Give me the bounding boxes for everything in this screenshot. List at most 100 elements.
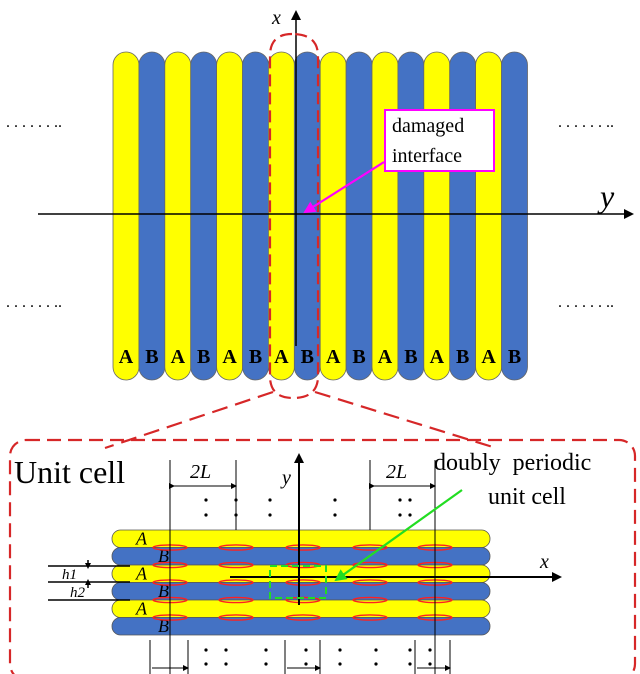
dot bbox=[374, 648, 378, 652]
dot bbox=[338, 662, 342, 666]
interface-crack bbox=[218, 561, 254, 569]
interface-crack bbox=[218, 544, 254, 551]
damaged-interface-label-2: interface bbox=[392, 145, 462, 167]
interface-crack bbox=[352, 561, 388, 569]
top-layer-a bbox=[112, 51, 140, 381]
top-layer-label: A bbox=[481, 346, 496, 368]
unit-cell-frame bbox=[8, 438, 637, 674]
unit-cell-annotation-1: doubly periodic bbox=[434, 450, 591, 476]
dot bbox=[204, 662, 208, 666]
interface-crack bbox=[352, 544, 388, 551]
dots-right-top: . . . . . . .. bbox=[558, 114, 614, 131]
interface-crack bbox=[285, 579, 321, 586]
dot bbox=[398, 513, 402, 517]
dot bbox=[408, 662, 412, 666]
dot bbox=[224, 648, 228, 652]
interface-crack bbox=[352, 596, 388, 604]
dot bbox=[224, 662, 228, 666]
top-layer-a bbox=[216, 51, 244, 381]
bottom-layer-label: B bbox=[158, 616, 169, 636]
bottom-layer-label: A bbox=[135, 564, 148, 584]
h1-label: h1 bbox=[62, 567, 77, 583]
top-layer-b bbox=[449, 51, 477, 381]
bottom-layer-b bbox=[111, 617, 491, 636]
top-layer-b bbox=[501, 51, 528, 381]
zoom-line-left bbox=[104, 390, 274, 450]
top-layer-label: B bbox=[404, 346, 417, 368]
dot bbox=[268, 513, 272, 517]
top-layer-label: B bbox=[145, 346, 158, 368]
top-layer-b bbox=[293, 51, 321, 381]
period-right-label: 2L bbox=[386, 461, 407, 483]
top-layer-label: B bbox=[197, 346, 210, 368]
top-y-axis-label: y bbox=[597, 178, 615, 214]
top-layer-a bbox=[164, 51, 192, 381]
dot bbox=[408, 498, 412, 502]
dot bbox=[204, 498, 208, 502]
damaged-interface-box bbox=[384, 109, 495, 172]
bottom-layer-label: A bbox=[135, 529, 148, 549]
top-layer-label: B bbox=[508, 346, 521, 368]
unit-cell-title: Unit cell bbox=[14, 454, 125, 490]
top-layer-a bbox=[371, 51, 399, 381]
dots-right-bottom: . . . . . . .. bbox=[558, 294, 614, 311]
top-layer-b bbox=[242, 51, 269, 381]
bottom-layer-label: B bbox=[158, 546, 169, 566]
dot bbox=[428, 648, 432, 652]
top-layer-b bbox=[397, 51, 425, 381]
top-layer-a bbox=[475, 51, 503, 381]
top-layer-a bbox=[319, 51, 347, 381]
top-layer-b bbox=[345, 51, 373, 381]
interface-crack bbox=[352, 579, 388, 586]
bottom-x-axis-label: x bbox=[539, 551, 549, 573]
dot bbox=[304, 648, 308, 652]
top-layer-label: A bbox=[378, 346, 393, 368]
damaged-interface-label-1: damaged bbox=[392, 115, 464, 137]
top-layer-label: B bbox=[301, 346, 314, 368]
dot bbox=[398, 498, 402, 502]
dot bbox=[338, 648, 342, 652]
top-layer-label: A bbox=[326, 346, 341, 368]
h2-label: h2 bbox=[70, 585, 86, 601]
top-layer-a bbox=[267, 51, 295, 381]
damaged-interface-arrow bbox=[303, 161, 385, 214]
bottom-layer-label: B bbox=[158, 581, 169, 601]
dot bbox=[204, 648, 208, 652]
dot bbox=[408, 513, 412, 517]
damaged-interface-outline bbox=[268, 32, 320, 400]
top-layer-label: B bbox=[352, 346, 365, 368]
top-layer-b bbox=[138, 51, 166, 381]
dots-left-bottom: . . . . . . .. bbox=[6, 294, 62, 311]
unit-cell-highlight bbox=[269, 565, 327, 599]
dots-left-top: . . . . . . .. bbox=[6, 114, 62, 131]
dot bbox=[374, 662, 378, 666]
interface-crack bbox=[218, 614, 254, 621]
top-layer-label: A bbox=[222, 346, 237, 368]
dot bbox=[264, 648, 268, 652]
period-left-label: 2L bbox=[190, 461, 211, 483]
top-layer-b bbox=[190, 51, 218, 381]
thickness-markers bbox=[48, 560, 130, 601]
dot bbox=[408, 648, 412, 652]
top-x-axis-label: x bbox=[271, 7, 281, 29]
top-layer-label: A bbox=[274, 346, 289, 368]
zoom-line-right bbox=[314, 390, 497, 450]
dot bbox=[268, 498, 272, 502]
interface-crack bbox=[285, 544, 321, 551]
interface-crack bbox=[218, 579, 254, 586]
top-layer-label: A bbox=[430, 346, 445, 368]
interface-crack bbox=[218, 596, 254, 604]
dot bbox=[204, 513, 208, 517]
interface-crack bbox=[285, 614, 321, 621]
dot bbox=[234, 498, 238, 502]
unit-cell-arrow bbox=[334, 489, 463, 582]
top-layer-label: B bbox=[456, 346, 469, 368]
interface-crack bbox=[352, 614, 388, 621]
dot bbox=[264, 662, 268, 666]
dot bbox=[333, 513, 337, 517]
unit-cell-annotation-2: unit cell bbox=[488, 484, 566, 510]
top-layer-a bbox=[423, 51, 451, 381]
